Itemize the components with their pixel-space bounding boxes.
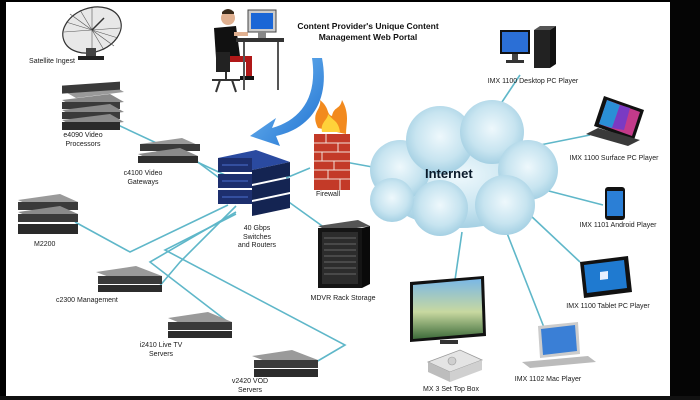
firewall-icon: [314, 100, 350, 190]
link-c4100-switch: [194, 159, 223, 181]
mac-laptop-icon: [522, 322, 596, 368]
i2410-server-icon: [168, 312, 232, 338]
c2300-label: c2300 Management: [56, 297, 118, 304]
c2300-server-icon: [96, 266, 162, 292]
desktop-pc-icon: [500, 26, 556, 68]
portal-title: Content Provider's Unique Content Manage…: [297, 21, 439, 42]
imx-desktop-label: IMX 1100 Desktop PC Player: [487, 78, 579, 85]
link-cloud-desktop: [499, 74, 521, 106]
switches-label: 40 Gbps Switches and Routers: [237, 225, 277, 249]
satellite-ingest-label: Satellite Ingest: [29, 58, 75, 65]
c4100-server-icon: [138, 138, 200, 163]
v2420-server-icon: [252, 350, 318, 377]
rack-storage-icon: [318, 220, 370, 288]
satellite-dish-icon: [62, 6, 122, 60]
mx3-label: MX 3 Set Top Box: [423, 386, 479, 393]
e4090-label: e4090 Video Processors: [63, 132, 103, 148]
imx-tablet-label: IMX 1100 Tablet PC Player: [566, 303, 650, 310]
v2420-label: v2420 VOD Servers: [231, 378, 269, 394]
surface-pc-icon: [586, 96, 644, 146]
imx-mac-label: IMX 1102 Mac Player: [514, 376, 582, 383]
portal-arrow: [250, 58, 324, 146]
link-cloud-android: [544, 189, 604, 206]
mdvr-label: MDVR Rack Storage: [310, 295, 376, 302]
i2410-label: i2410 Live TV Servers: [139, 342, 183, 358]
link-c2300-switch: [157, 205, 237, 289]
link-cloud-surface: [539, 134, 591, 146]
switch-router-icon: [218, 150, 290, 216]
firewall-label: Firewall: [315, 191, 341, 198]
person-at-computer-icon: [212, 9, 284, 93]
link-cloud-tablet: [529, 214, 581, 263]
internet-label: Internet: [425, 166, 473, 181]
screen-frame-right: [670, 0, 700, 400]
set-top-box-icon: [426, 349, 484, 382]
tv-screen-icon: [410, 276, 486, 344]
m2200-label: M2200: [34, 241, 56, 248]
link-v2420-switch: [163, 213, 347, 363]
screen-frame-bottom: [0, 396, 700, 400]
tablet-pc-icon: [580, 256, 632, 298]
link-cloud-tv: [454, 231, 463, 281]
link-switch-storage: [285, 199, 326, 229]
connection-lines: [74, 74, 604, 363]
link-cloud-mac: [504, 227, 546, 331]
m2200-server-icon: [18, 194, 78, 234]
link-switch-firewall: [285, 167, 311, 179]
imx-surface-label: IMX 1100 Surface PC Player: [569, 155, 659, 162]
android-phone-icon: [605, 187, 625, 220]
link-m2200-switch: [74, 204, 229, 253]
imx-android-label: IMX 1101 Android Player: [579, 222, 657, 229]
e4090-server-icon: [62, 81, 124, 130]
c4100-label: c4100 Video Gateways: [123, 170, 163, 186]
internet-cloud-icon: [370, 100, 558, 236]
